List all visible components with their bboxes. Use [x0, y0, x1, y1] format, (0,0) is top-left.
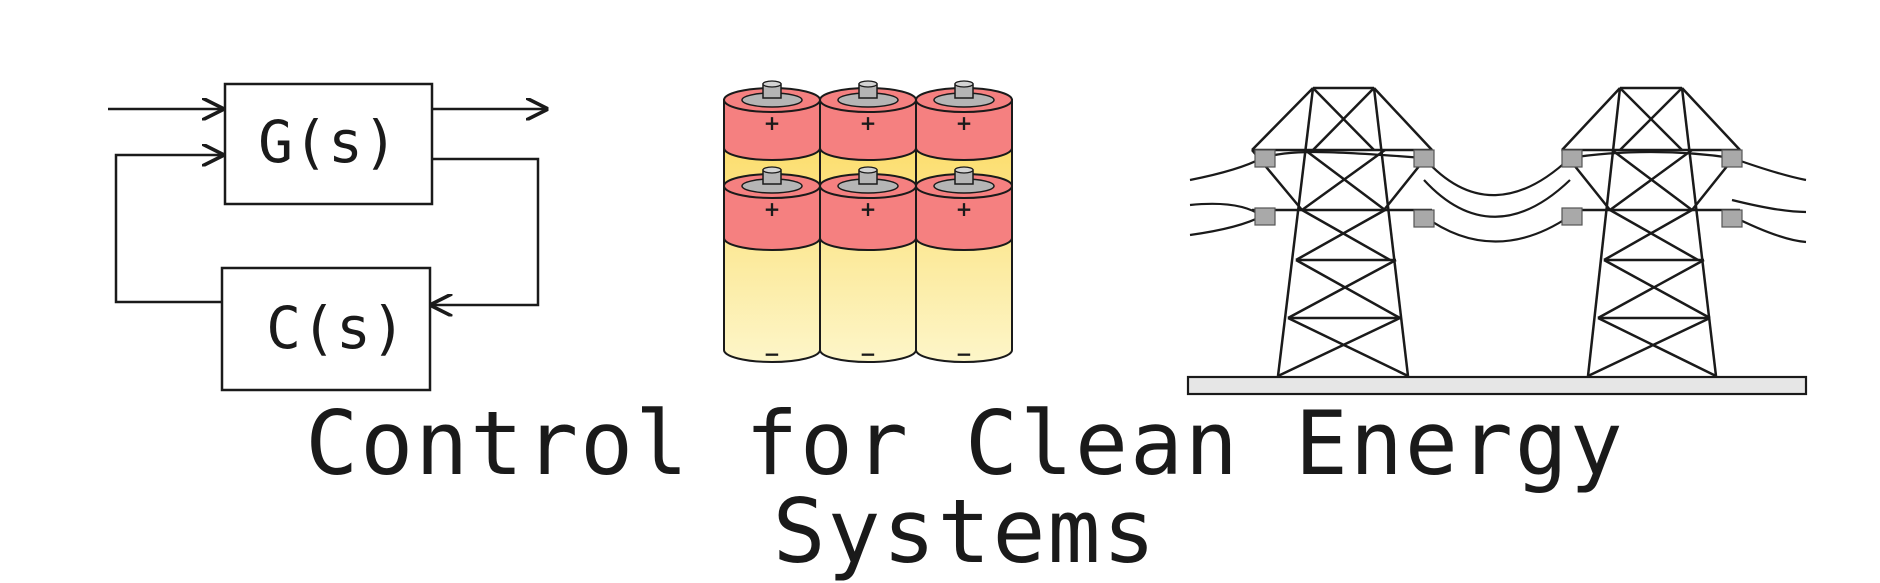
- terminal-tip: [858, 166, 878, 174]
- plant-label: G(s): [258, 108, 398, 176]
- positive-symbol: +: [956, 111, 973, 135]
- battery-cell-row2: +−: [915, 166, 1013, 366]
- banner-svg: G(s) C(s) ++++−+−+−: [108, 80, 1808, 396]
- positive-symbol: +: [860, 111, 877, 135]
- battery-cap: [723, 99, 821, 161]
- controller-block: [220, 266, 432, 392]
- negative-symbol: −: [956, 342, 973, 366]
- battery-cap: [723, 185, 821, 251]
- battery-pack-icon: ++++−+−+−: [723, 80, 1013, 366]
- battery-cap: [819, 99, 917, 161]
- insulators: [1254, 149, 1743, 228]
- battery-cap: [915, 185, 1013, 251]
- tower-left: [1251, 86, 1433, 378]
- positive-symbol: +: [764, 111, 781, 135]
- plant-block: [223, 82, 434, 206]
- battery-cell-row2: +−: [723, 166, 821, 366]
- feedback-path-left: [114, 155, 222, 304]
- positive-symbol: +: [860, 197, 877, 221]
- positive-symbol: +: [956, 197, 973, 221]
- terminal-tip: [762, 166, 782, 174]
- terminal-tip: [954, 166, 974, 174]
- power-lines: [1189, 150, 1807, 244]
- battery-cap: [819, 185, 917, 251]
- page-title: Control for Clean Energy Systems: [305, 392, 1625, 583]
- terminal-tip: [858, 80, 878, 88]
- battery-cap: [915, 99, 1013, 161]
- terminal-tip: [762, 80, 782, 88]
- negative-symbol: −: [764, 342, 781, 366]
- power-tower-icon: [1186, 86, 1808, 396]
- banner: G(s) C(s) ++++−+−+−: [108, 80, 1808, 576]
- tower-right: [1561, 86, 1741, 378]
- controller-label: C(s): [266, 294, 406, 362]
- ground-slab: [1186, 375, 1808, 396]
- feedback-path-right: [432, 157, 540, 305]
- negative-symbol: −: [860, 342, 877, 366]
- battery-cell-row2: +−: [819, 166, 917, 366]
- terminal-tip: [954, 80, 974, 88]
- positive-symbol: +: [764, 197, 781, 221]
- block-diagram: G(s) C(s): [108, 82, 546, 392]
